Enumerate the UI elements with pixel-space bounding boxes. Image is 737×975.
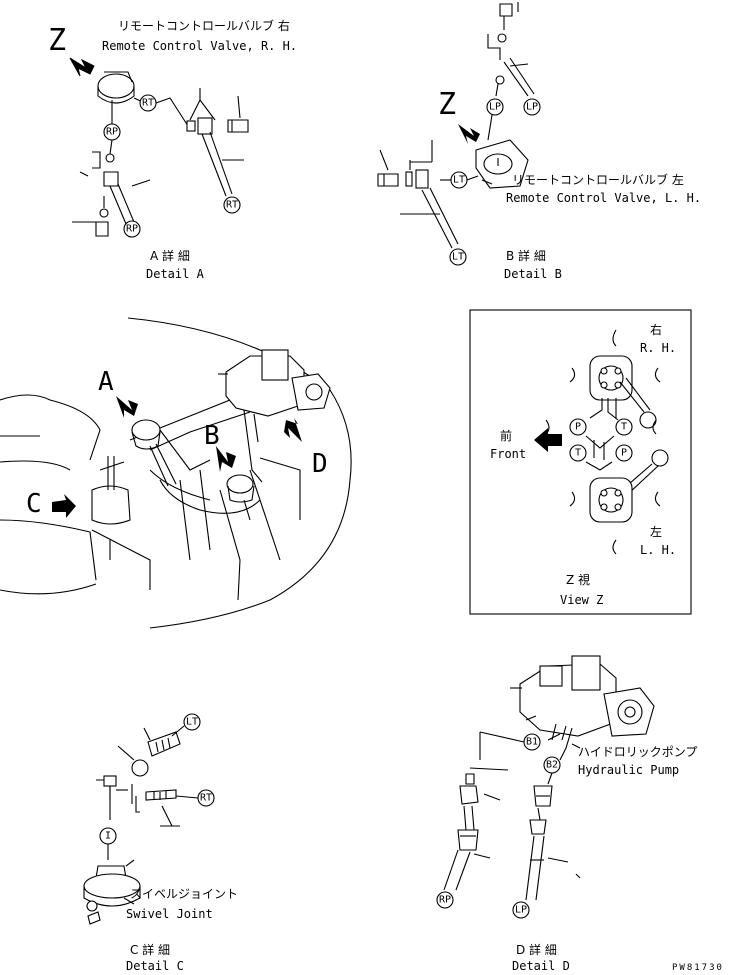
view-z-group: 右 R. H. P T T P — [469, 309, 692, 615]
valve-rh-english-label: Remote Control Valve, R. H. — [102, 39, 297, 53]
overview-letter-d: D — [312, 449, 328, 479]
view-z-front-japanese: 前 — [500, 428, 512, 443]
view-z-title-japanese: Z 視 — [566, 572, 590, 587]
view-z-frame — [469, 309, 692, 615]
overview-group: A B C D — [0, 317, 352, 629]
detail-c-english: Detail C — [126, 959, 184, 973]
bubble-lt-label: LT — [453, 175, 465, 186]
view-z-lh-japanese: 左 — [650, 524, 662, 539]
view-arrow-b — [458, 124, 480, 144]
swivel-joint-japanese: スイベルジョイント — [130, 887, 238, 901]
port-p-lower — [615, 444, 633, 462]
overview-arrow-a — [116, 396, 138, 418]
detail-b-group: LP LP Z リモートコントロールバルブ 左 Remote Control V… — [377, 2, 701, 281]
bubble-rp-label: RP — [106, 127, 118, 138]
valve-lh-english-label: Remote Control Valve, L. H. — [506, 191, 701, 205]
bubble-lp-b-right — [523, 98, 541, 116]
bubble-i-c-label: I — [105, 831, 111, 842]
bubble-rp-d-label: RP — [439, 895, 451, 906]
port-t-upper-label: T — [621, 422, 627, 433]
port-p-upper-label: P — [575, 422, 581, 433]
bubble-rp-label-2: RP — [126, 224, 138, 235]
pump-english-label: Hydraulic Pump — [578, 763, 679, 777]
view-z-front-english: Front — [490, 447, 526, 461]
detail-d-group: B1 ハイドロリックポンプ Hydraulic Pump B2 RP LP — [436, 655, 697, 973]
bubble-lp-d — [512, 901, 530, 919]
valve-lh-japanese-label: リモートコントロールバルブ 左 — [512, 172, 684, 187]
view-z-letter-a: Z — [48, 23, 66, 58]
port-t-upper — [615, 418, 633, 436]
bubble-lp-b-left — [486, 98, 504, 116]
overview-arrow-b — [216, 446, 236, 472]
bubble-rt-a-bottom — [223, 196, 241, 214]
valve-rh-japanese-label: リモートコントロールバルブ 右 — [118, 18, 290, 33]
overview-letter-b: B — [204, 421, 220, 451]
view-z-title-english: View Z — [560, 593, 603, 607]
bubble-rt-label: RT — [142, 98, 154, 109]
bubble-rt-c — [197, 789, 215, 807]
bubble-lp-d-label: LP — [515, 905, 527, 916]
overview-arrow-c — [52, 494, 76, 518]
detail-c-japanese: C 詳 細 — [130, 942, 170, 957]
bubble-lp-label-2: LP — [526, 102, 538, 113]
swivel-joint-english: Swivel Joint — [126, 907, 213, 921]
port-p-lower-label: P — [621, 448, 627, 459]
detail-d-japanese: D 詳 細 — [516, 942, 557, 957]
drawing-code: PW81730 — [672, 963, 724, 973]
view-arrow-a — [69, 57, 95, 77]
bubble-b2-d-label: B2 — [546, 760, 558, 771]
overview-letter-a: A — [98, 367, 114, 397]
bubble-lp-label: LP — [489, 102, 501, 113]
bubble-lt-c — [183, 713, 201, 731]
port-t-lower — [569, 444, 587, 462]
overview-arrow-d — [284, 418, 302, 442]
view-z-letter-b: Z — [438, 87, 456, 122]
bubble-b1-d-label: B1 — [526, 737, 538, 748]
bubble-lt-c-label: LT — [186, 717, 198, 728]
bubble-rp-d — [436, 891, 454, 909]
bubble-lt-b-bottom — [449, 248, 467, 266]
bubble-rt-c-label: RT — [200, 793, 212, 804]
detail-a-group: Z リモートコントロールバルブ 右 Remote Control Valve, … — [48, 18, 297, 281]
bubble-rp-a-bottom — [123, 220, 141, 238]
detail-d-english: Detail D — [512, 959, 570, 973]
pump-japanese-label: ハイドロリックポンプ — [578, 745, 697, 759]
detail-a-english: Detail A — [146, 267, 205, 281]
detail-c-group: LT RT I スイベルジョイント Swivel Joint C 詳 細 — [83, 713, 238, 973]
detail-a-japanese: A 詳 細 — [150, 248, 190, 263]
port-t-lower-label: T — [575, 448, 581, 459]
front-arrow — [534, 428, 562, 452]
detail-b-japanese: B 詳 細 — [506, 248, 546, 263]
view-z-lh-english: L. H. — [640, 543, 676, 557]
overview-letter-c: C — [26, 489, 42, 519]
bubble-rt-label-2: RT — [226, 200, 238, 211]
bubble-lt-label-2: LT — [452, 252, 464, 263]
view-z-rh-japanese: 右 — [650, 322, 662, 337]
view-z-rh-english: R. H. — [640, 341, 676, 355]
port-p-upper — [569, 418, 587, 436]
detail-b-english: Detail B — [504, 267, 562, 281]
